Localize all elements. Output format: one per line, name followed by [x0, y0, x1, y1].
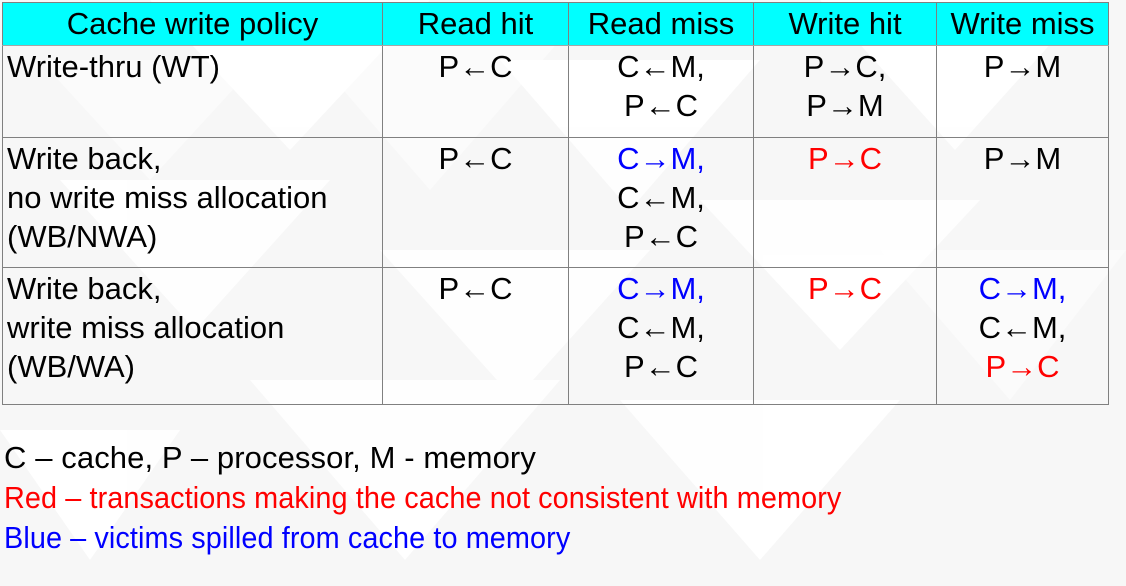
cell-policy-write-back-wa: Write back, write miss allocation (WB/WA…	[2, 267, 383, 405]
transaction: P←C	[623, 219, 699, 254]
legend-red-meaning: Red – transactions making the cache not …	[4, 480, 842, 515]
table-row: Write back, write miss allocation (WB/WA…	[2, 267, 1109, 405]
table-body: Write-thru (WT) P←C C←M, P←C P→C	[2, 45, 1109, 405]
cell-write-hit-wb-nwa: P→C	[753, 137, 937, 268]
transaction: C←M,	[617, 180, 705, 215]
column-header-cache-write-policy: Cache write policy	[2, 2, 383, 46]
table-row: Write-thru (WT) P←C C←M, P←C P→C	[2, 45, 1109, 138]
cell-read-hit-wb-nwa: P←C	[382, 137, 569, 268]
transaction: P→C,	[803, 49, 887, 84]
cell-write-hit-wb-wa: P→C	[753, 267, 937, 405]
transaction-blue: C→M,	[617, 141, 705, 176]
transaction: P→M	[983, 141, 1062, 176]
transaction-blue: C→M,	[617, 271, 705, 306]
policy-line: no write miss allocation	[7, 180, 328, 215]
transaction: P←C	[623, 349, 699, 384]
column-header-write-miss: Write miss	[936, 2, 1109, 46]
cell-policy-write-thru: Write-thru (WT)	[2, 45, 383, 138]
policy-line: Write-thru (WT)	[7, 49, 220, 84]
cell-read-miss-wt: C←M, P←C	[568, 45, 754, 138]
policy-line: Write back,	[7, 141, 162, 176]
transaction: C←M,	[978, 310, 1067, 345]
transaction: P←C	[438, 141, 513, 176]
transaction-red: P→C	[985, 349, 1060, 384]
cell-read-hit-wb-wa: P←C	[382, 267, 569, 405]
cell-write-hit-wt: P→C, P→M	[753, 45, 937, 138]
policy-line: (WB/WA)	[7, 349, 135, 384]
transaction-blue: C→M,	[978, 271, 1067, 306]
cache-write-policy-table: Cache write policy Read hit Read miss Wr…	[2, 2, 1109, 405]
transaction-red: P→C	[807, 141, 883, 176]
cell-write-miss-wb-wa: C→M, C←M, P→C	[936, 267, 1109, 405]
table-header: Cache write policy Read hit Read miss Wr…	[2, 2, 1109, 46]
cell-write-miss-wb-nwa: P→M	[936, 137, 1109, 268]
transaction: P→M	[806, 88, 884, 123]
cell-read-miss-wb-nwa: C→M, C←M, P←C	[568, 137, 754, 268]
transaction: P←C	[438, 49, 513, 84]
table-header-row: Cache write policy Read hit Read miss Wr…	[2, 2, 1109, 46]
legend-abbreviations: C – cache, P – processor, M - memory	[4, 440, 536, 475]
policy-line: write miss allocation	[7, 310, 285, 345]
cell-policy-write-back-nwa: Write back, no write miss allocation (WB…	[2, 137, 383, 268]
legend: C – cache, P – processor, M - memory Red…	[4, 438, 1122, 558]
cell-read-miss-wb-wa: C→M, C←M, P←C	[568, 267, 754, 405]
legend-blue-meaning: Blue – victims spilled from cache to mem…	[4, 520, 571, 555]
policy-line: (WB/NWA)	[7, 219, 158, 254]
transaction: C←M,	[617, 310, 705, 345]
transaction: C←M,	[617, 49, 705, 84]
transaction-red: P→C	[807, 271, 883, 306]
table-row: Write back, no write miss allocation (WB…	[2, 137, 1109, 268]
transaction: P→M	[983, 49, 1062, 84]
column-header-write-hit: Write hit	[753, 2, 937, 46]
column-header-read-hit: Read hit	[382, 2, 569, 46]
column-header-read-miss: Read miss	[568, 2, 754, 46]
transaction: P←C	[623, 88, 699, 123]
policy-line: Write back,	[7, 271, 162, 306]
cell-write-miss-wt: P→M	[936, 45, 1109, 138]
transaction: P←C	[438, 271, 513, 306]
cell-read-hit-wt: P←C	[382, 45, 569, 138]
